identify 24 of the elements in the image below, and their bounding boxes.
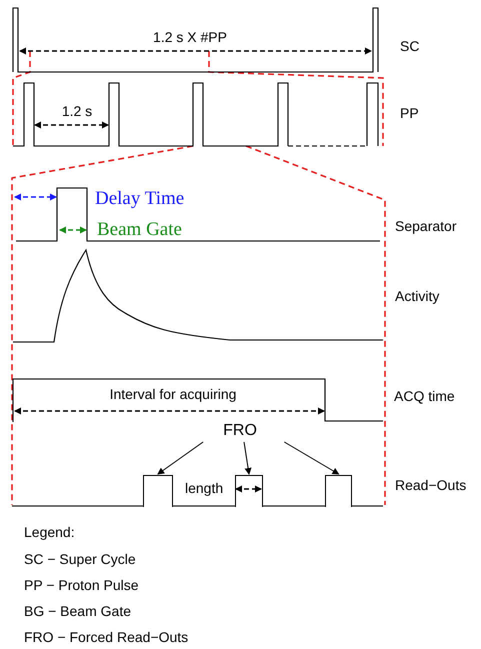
legend-entry: FRO − Forced Read−Outs	[24, 629, 188, 646]
legend-title: Legend:	[24, 524, 75, 541]
dimension-label: Beam Gate	[97, 219, 182, 241]
dimension-label: 1.2 s X #PP	[153, 29, 227, 46]
leader-arrow	[244, 442, 252, 475]
legend-entry: BG − Beam Gate	[24, 603, 131, 620]
pulse	[235, 475, 263, 507]
dimension-label: length	[185, 480, 224, 497]
legend-entry: PP − Proton Pulse	[24, 577, 139, 594]
legend-entry: SC − Super Cycle	[24, 551, 136, 568]
signal-name: ACQ time	[394, 388, 455, 405]
signal-name: Activity	[395, 288, 440, 305]
leader-arrow	[157, 442, 204, 475]
leader-arrow	[284, 442, 340, 474]
signal-name: Separator	[395, 218, 456, 235]
signal-name: PP	[400, 105, 419, 122]
signal-name: SC	[400, 38, 420, 55]
signal-name: Read−Outs	[395, 477, 466, 494]
pulse	[325, 475, 352, 507]
dimension-label: 1.2 s	[62, 103, 92, 120]
pulse	[143, 475, 173, 507]
dimension-label: Interval for acquiring	[110, 386, 236, 403]
callout-label: FRO	[222, 421, 258, 441]
dimension-label: Delay Time	[95, 188, 184, 210]
